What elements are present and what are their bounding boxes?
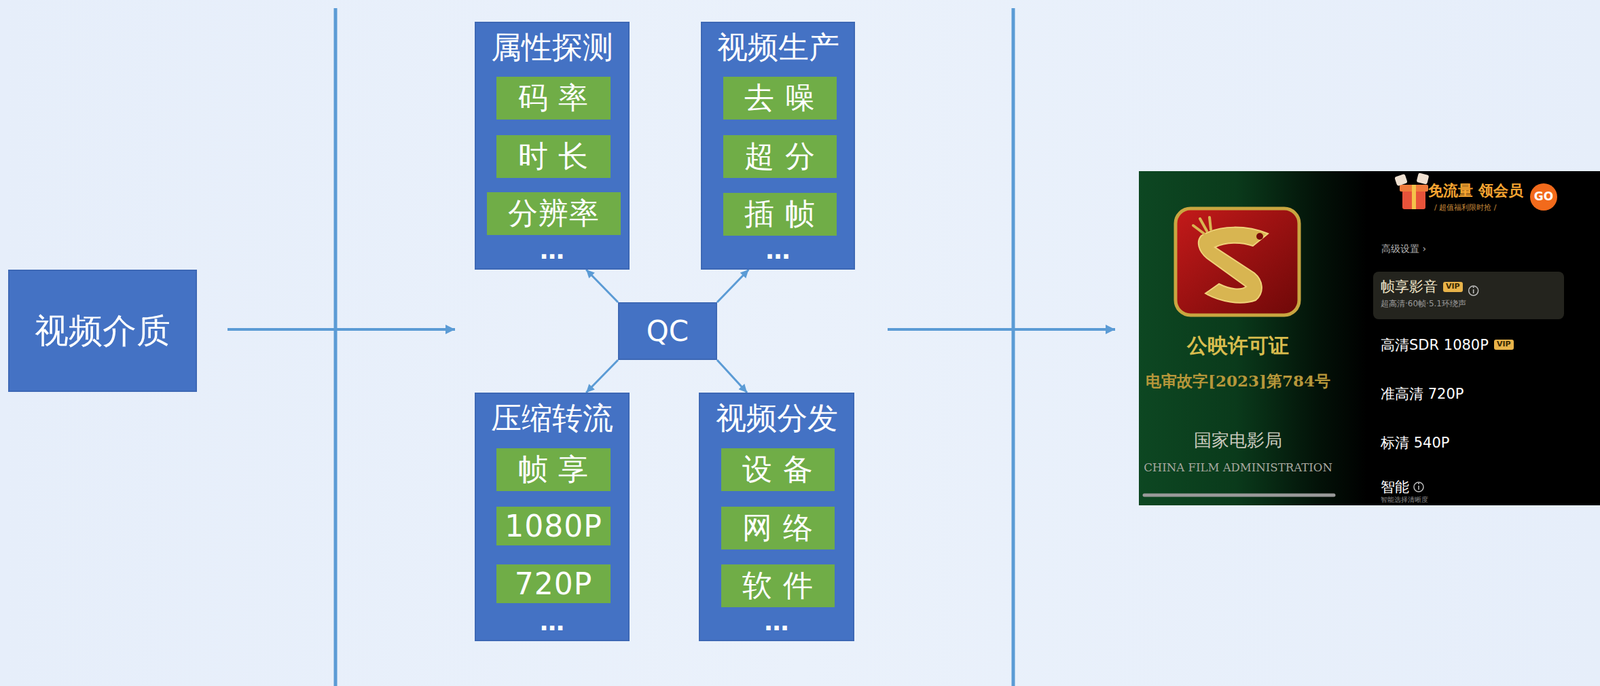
box-label: 帧 享 bbox=[518, 449, 590, 490]
more-mark: … bbox=[539, 608, 565, 636]
box-label: 设 备 bbox=[742, 449, 814, 490]
box-label: 视频介质 bbox=[34, 308, 171, 354]
dragon-logo bbox=[1175, 208, 1300, 316]
task-box: 1080P bbox=[496, 506, 611, 546]
task-box: 设 备 bbox=[721, 448, 835, 492]
stage-title: 视频分发 bbox=[715, 399, 839, 438]
stage-box: 属性探测 … 码 率时 长分辨率 bbox=[474, 21, 630, 270]
vip-badge: VIP bbox=[1443, 281, 1463, 293]
quality-option: 帧享影音 bbox=[1380, 278, 1438, 295]
quality-note: 超高清·60帧·5.1环绕声 bbox=[1380, 299, 1467, 309]
progress-bar bbox=[1144, 493, 1334, 498]
flow-arrow bbox=[887, 328, 1116, 331]
gift-icon bbox=[1394, 172, 1429, 210]
task-box: 网 络 bbox=[721, 506, 835, 550]
task-box: 插 帧 bbox=[723, 192, 837, 236]
more-mark: … bbox=[764, 608, 790, 636]
task-box: 时 长 bbox=[496, 135, 611, 178]
vip-badge: VIP bbox=[1494, 339, 1514, 350]
stage-box: 视频分发 … 设 备网 络软 件 bbox=[698, 392, 855, 642]
box-label: 分辨率 bbox=[507, 193, 600, 234]
license-number: 电审故字[2023]第784号 bbox=[1145, 372, 1331, 390]
box-label: 去 噪 bbox=[744, 78, 816, 119]
more-mark: … bbox=[539, 237, 565, 265]
qc-arrow bbox=[586, 269, 618, 303]
dragon-figure bbox=[1198, 227, 1268, 303]
divider-line bbox=[334, 8, 338, 686]
quality-option: 准高清 720P bbox=[1380, 385, 1464, 403]
box-label: 网 络 bbox=[742, 507, 814, 549]
qc-box: QC bbox=[617, 302, 718, 360]
stage-title: 视频生产 bbox=[717, 28, 840, 67]
license-title: 公映许可证 bbox=[1187, 334, 1289, 358]
info-icon bbox=[1468, 285, 1479, 296]
promo-subtext: / 超值福利限时抢 / bbox=[1434, 203, 1497, 213]
box-label: QC bbox=[646, 314, 689, 348]
info-icon bbox=[1413, 482, 1424, 492]
qc-arrow bbox=[717, 359, 748, 393]
stage-box: 压缩转流 … 帧 享 1080P 720P bbox=[474, 392, 630, 642]
quality-option: 标清 540P bbox=[1380, 434, 1450, 451]
box-label: 超 分 bbox=[744, 136, 816, 177]
task-box: 分辨率 bbox=[486, 192, 621, 235]
agency-name-en: CHINA FILM ADMINISTRATION bbox=[1143, 461, 1333, 475]
stage-title: 压缩转流 bbox=[491, 399, 614, 438]
task-box: 去 噪 bbox=[723, 76, 837, 120]
flow-arrow bbox=[227, 328, 456, 331]
stage-title: 属性探测 bbox=[491, 28, 614, 67]
task-box: 720P bbox=[496, 564, 611, 604]
quality-option: 高清SDR 1080P bbox=[1380, 336, 1489, 354]
box-label: 软 件 bbox=[742, 565, 814, 606]
quality-note: 智能选择清晰度 bbox=[1380, 495, 1429, 504]
box-label: 时 长 bbox=[518, 136, 590, 177]
task-box: 软 件 bbox=[721, 564, 835, 608]
task-box: 帧 享 bbox=[496, 448, 611, 492]
promo-text: 免流量 领会员 bbox=[1428, 182, 1524, 199]
go-button: GO bbox=[1530, 183, 1558, 211]
box-label: 1080P bbox=[504, 508, 603, 544]
qc-arrow bbox=[717, 269, 749, 303]
more-mark: … bbox=[766, 237, 791, 265]
task-box: 码 率 bbox=[496, 76, 611, 120]
selected-row bbox=[1373, 271, 1565, 320]
box-label: 插 帧 bbox=[744, 194, 816, 235]
task-box: 超 分 bbox=[723, 135, 837, 178]
divider-line bbox=[1011, 8, 1016, 686]
stage-box: 视频生产 … 去 噪超 分插 帧 bbox=[700, 21, 856, 270]
agency-name: 国家电影局 bbox=[1193, 430, 1283, 451]
box-label: 720P bbox=[514, 566, 593, 602]
source-box: 视频介质 bbox=[8, 269, 197, 392]
settings-link: 高级设置 › bbox=[1381, 243, 1427, 254]
quality-option: 智能 bbox=[1380, 478, 1410, 496]
qc-arrow bbox=[586, 359, 618, 393]
box-label: 码 率 bbox=[518, 78, 590, 119]
